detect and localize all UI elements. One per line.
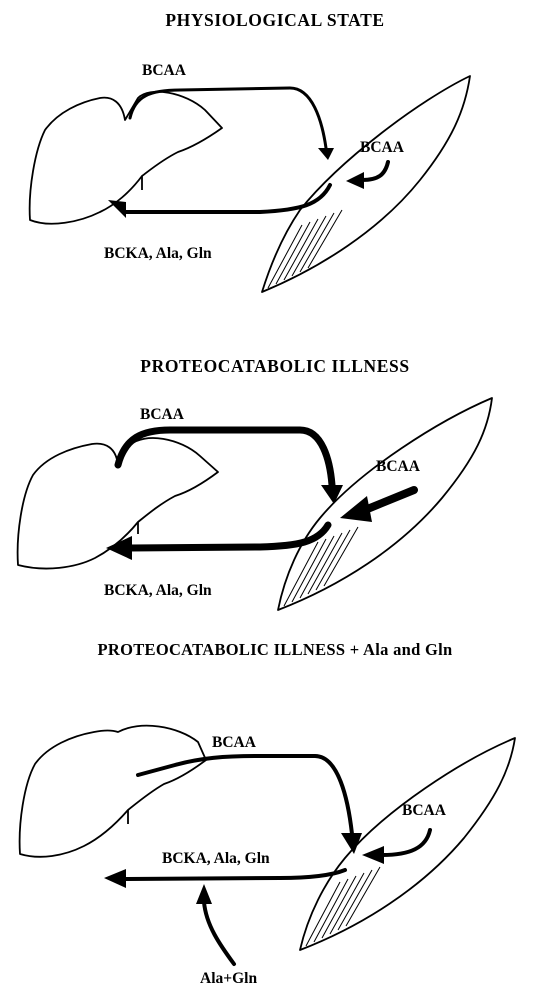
bcaa-flow-arrowhead xyxy=(318,148,334,160)
panel-diagram xyxy=(0,0,550,310)
bcaa-flow-arrow xyxy=(130,88,326,148)
panel-diagram xyxy=(0,630,550,996)
return-label: BCKA, Ala, Gln xyxy=(104,245,212,263)
bcaa-top-label: BCAA xyxy=(142,62,186,80)
muscle-outline xyxy=(300,738,515,950)
muscle-striations xyxy=(306,867,380,946)
panel-proteocatabolic-illness: PROTEOCATABOLIC ILLNESS BCAA BCAA BCKA, … xyxy=(0,320,550,630)
muscle-bcaa-arrow xyxy=(362,162,388,180)
bcaa-flow-arrow xyxy=(138,756,352,834)
bcaa-muscle-label: BCAA xyxy=(402,802,446,820)
muscle-bcaa-arrow xyxy=(382,830,430,855)
panel-proteocatabolic-illness-ala-gln: PROTEOCATABOLIC ILLNESS + Ala and Gln BC… xyxy=(0,630,550,996)
return-flow-arrow xyxy=(130,525,328,548)
muscle-bcaa-arrowhead xyxy=(346,172,364,189)
muscle-bcaa-arrowhead xyxy=(340,496,372,522)
return-flow-arrowhead xyxy=(104,869,126,888)
panel-physiological-state: PHYSIOLOGICAL STATE BCAA BCAA BCKA, Ala,… xyxy=(0,0,550,310)
panel-diagram xyxy=(0,320,550,630)
bcaa-muscle-label: BCAA xyxy=(360,139,404,157)
supplement-label: Ala+Gln xyxy=(200,970,257,988)
return-flow-arrow xyxy=(125,185,330,212)
bcaa-flow-arrowhead xyxy=(321,485,343,504)
muscle-bcaa-arrow xyxy=(365,490,414,510)
bcaa-top-label: BCAA xyxy=(212,734,256,752)
muscle-bcaa-arrowhead xyxy=(362,846,384,864)
bcaa-muscle-label: BCAA xyxy=(376,458,420,476)
muscle-striations xyxy=(284,527,358,606)
supplement-arrowhead xyxy=(196,884,212,904)
return-flow-arrowhead xyxy=(106,536,132,560)
bcaa-top-label: BCAA xyxy=(140,406,184,424)
return-label: BCKA, Ala, Gln xyxy=(104,582,212,600)
return-flow-arrowhead xyxy=(108,200,126,218)
return-flow-arrow xyxy=(125,870,345,879)
supplement-arrow xyxy=(204,902,234,964)
liver-outline xyxy=(20,726,206,857)
return-label: BCKA, Ala, Gln xyxy=(162,850,270,868)
muscle-outline xyxy=(262,76,470,292)
